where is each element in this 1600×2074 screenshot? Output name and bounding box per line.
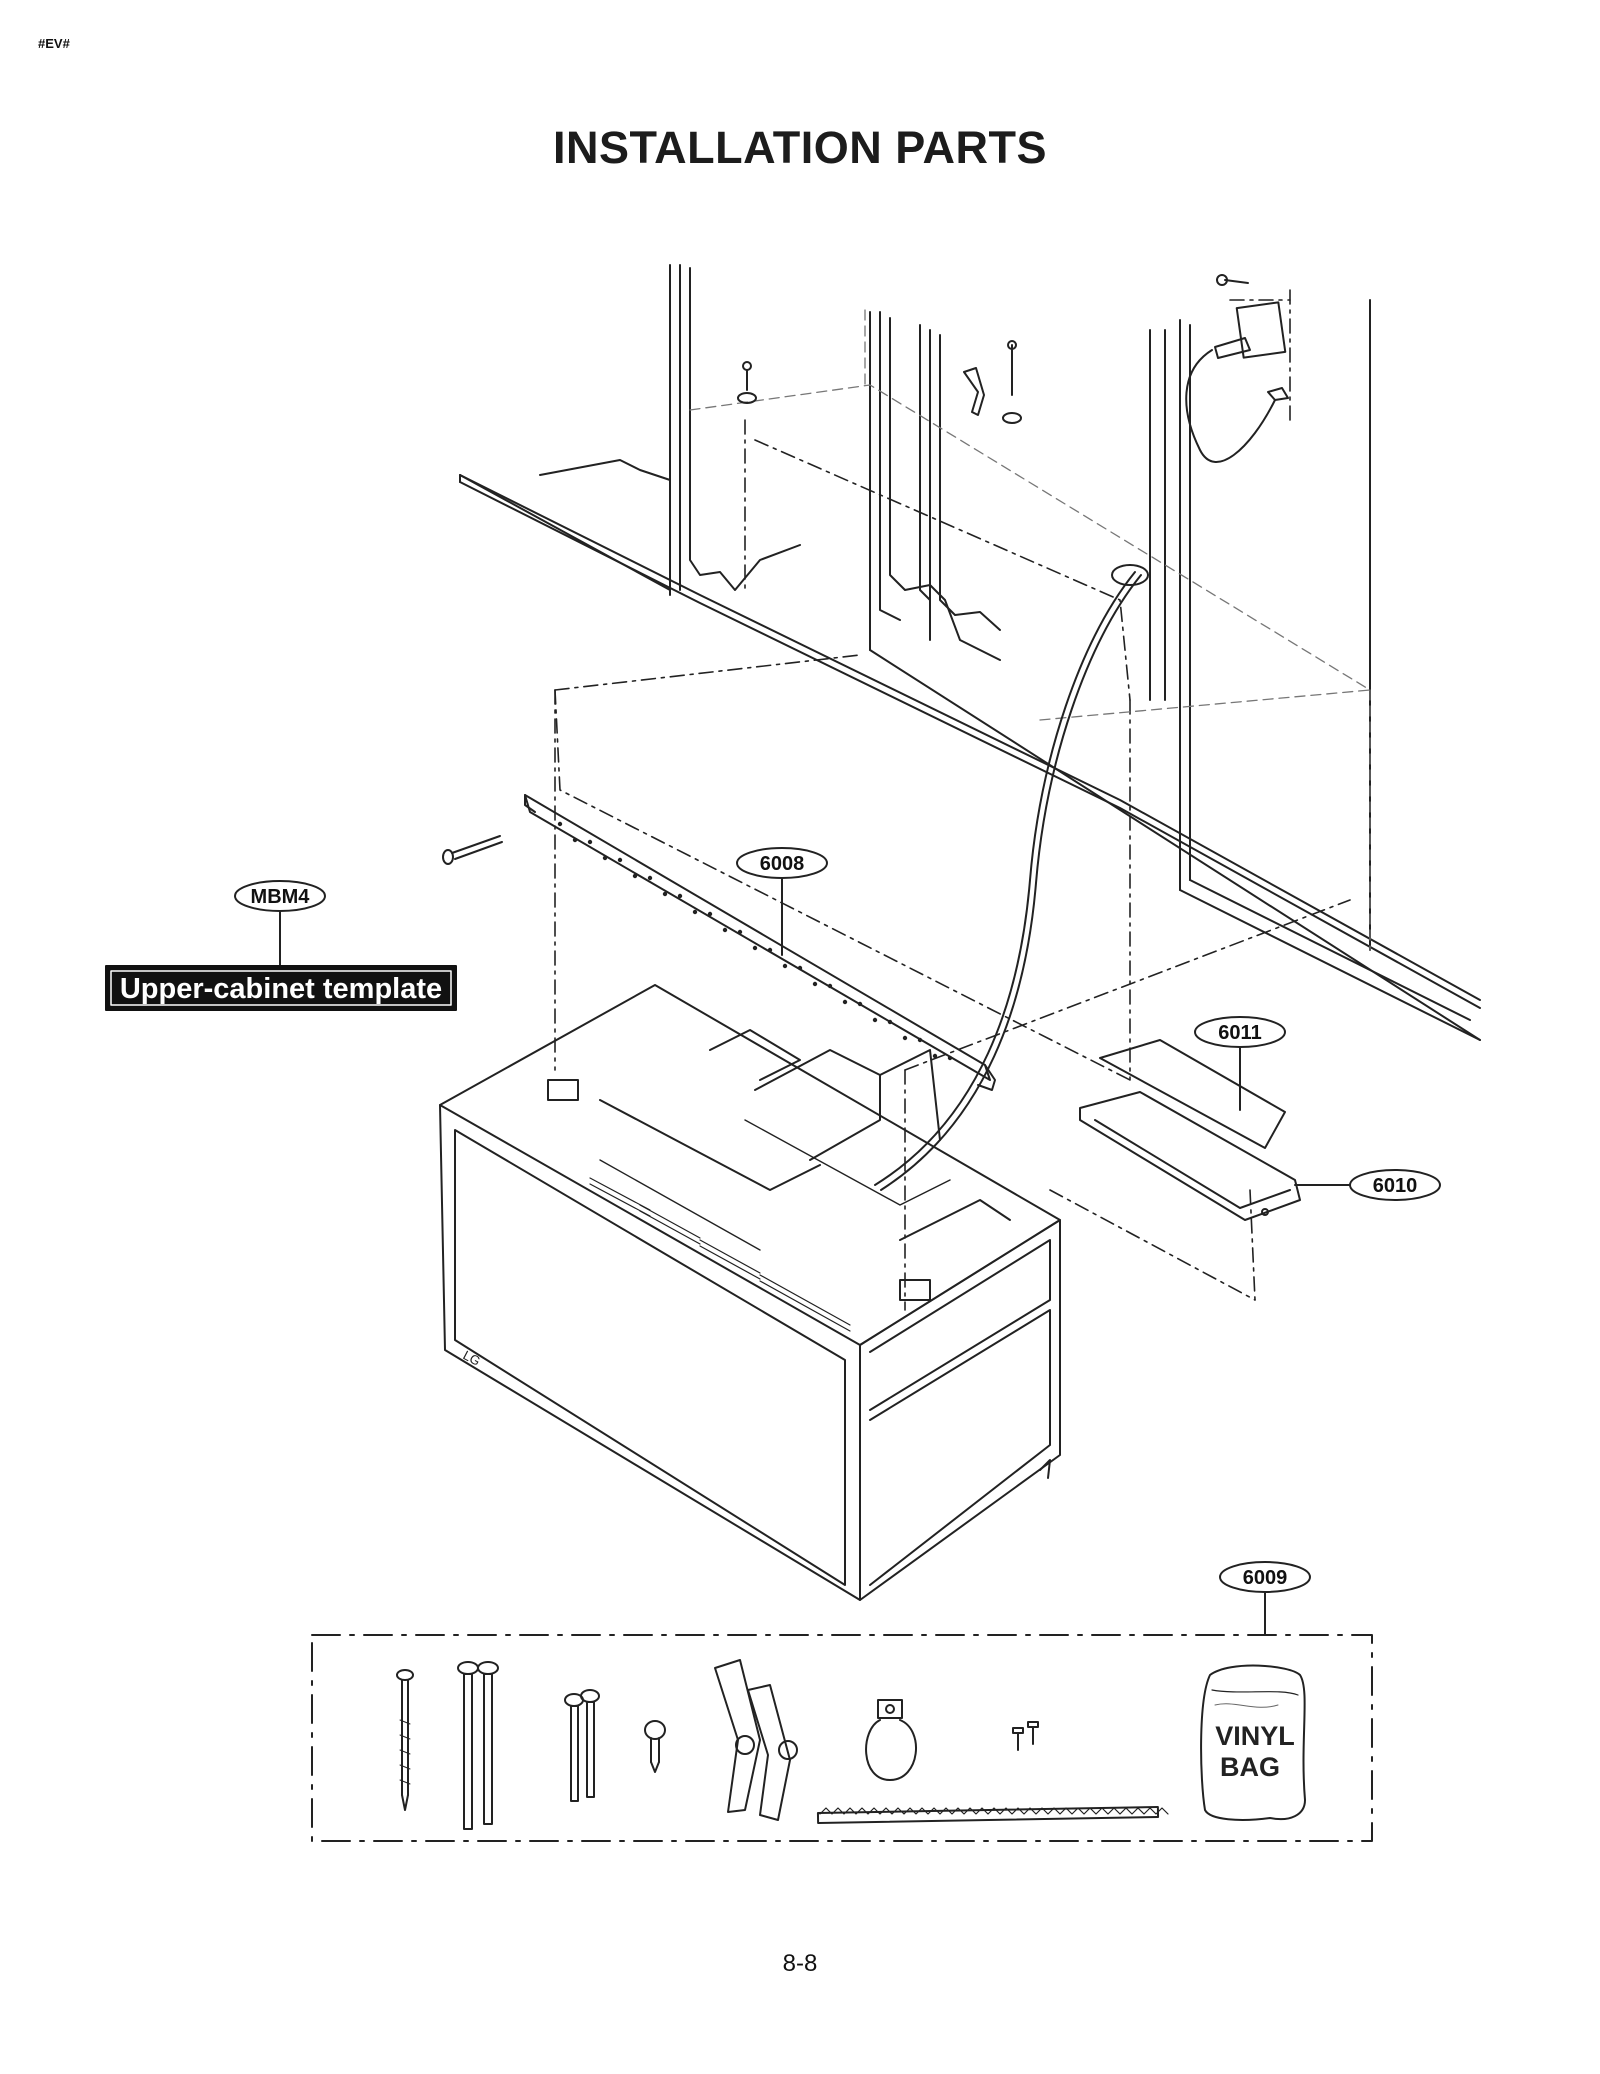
upper-cabinet-template-label: Upper-cabinet template	[105, 965, 457, 1011]
callout-6010: 6010	[1294, 1169, 1441, 1201]
hidden-lines	[554, 289, 1351, 1311]
document-code: #EV#	[38, 36, 70, 51]
short-bolts	[564, 1689, 600, 1802]
cabinet-screws	[737, 340, 1022, 424]
page-number: 8-8	[782, 1950, 818, 1977]
plate-screw	[442, 835, 503, 865]
small-screw	[644, 1720, 666, 1773]
microwave-oven: LG	[439, 984, 1061, 1601]
callout-6011: 6011	[1194, 1016, 1286, 1111]
toggle-wings	[714, 1659, 798, 1821]
callout-label-6009: 6009	[1243, 1567, 1288, 1589]
callout-label-6011: 6011	[1218, 1022, 1261, 1044]
wood-screw	[396, 1669, 414, 1811]
long-bolts	[457, 1661, 499, 1830]
vinyl-bag-label-line1: VINYL	[1215, 1721, 1295, 1751]
mounting-plate	[524, 794, 996, 1091]
callout-label-6010: 6010	[1373, 1175, 1418, 1197]
power-cord	[874, 274, 1289, 1191]
hidden-outline	[689, 309, 1371, 951]
tiny-screws	[1012, 1721, 1039, 1751]
hardware-kit-parts: VINYL BAG	[396, 1659, 1306, 1830]
svg-text:LG: LG	[461, 1347, 483, 1368]
spacer-strip	[816, 1806, 1169, 1824]
page-title: INSTALLATION PARTS	[553, 122, 1047, 173]
vinyl-bag: VINYL BAG	[1200, 1664, 1306, 1821]
callout-6009: 6009	[1219, 1561, 1311, 1636]
callout-mbm4: MBM4	[234, 880, 326, 967]
callout-label-mbm4: MBM4	[251, 886, 311, 908]
callout-6008: 6008	[736, 847, 828, 956]
hardware-kit-box	[311, 1634, 1373, 1842]
cord-clamp	[865, 1699, 917, 1781]
upper-cabinet	[459, 264, 1481, 1041]
exhaust-adapter	[1079, 1039, 1301, 1221]
callout-label-6008: 6008	[760, 853, 805, 875]
template-label-text: Upper-cabinet template	[120, 973, 442, 1005]
vinyl-bag-label-line2: BAG	[1220, 1752, 1280, 1782]
